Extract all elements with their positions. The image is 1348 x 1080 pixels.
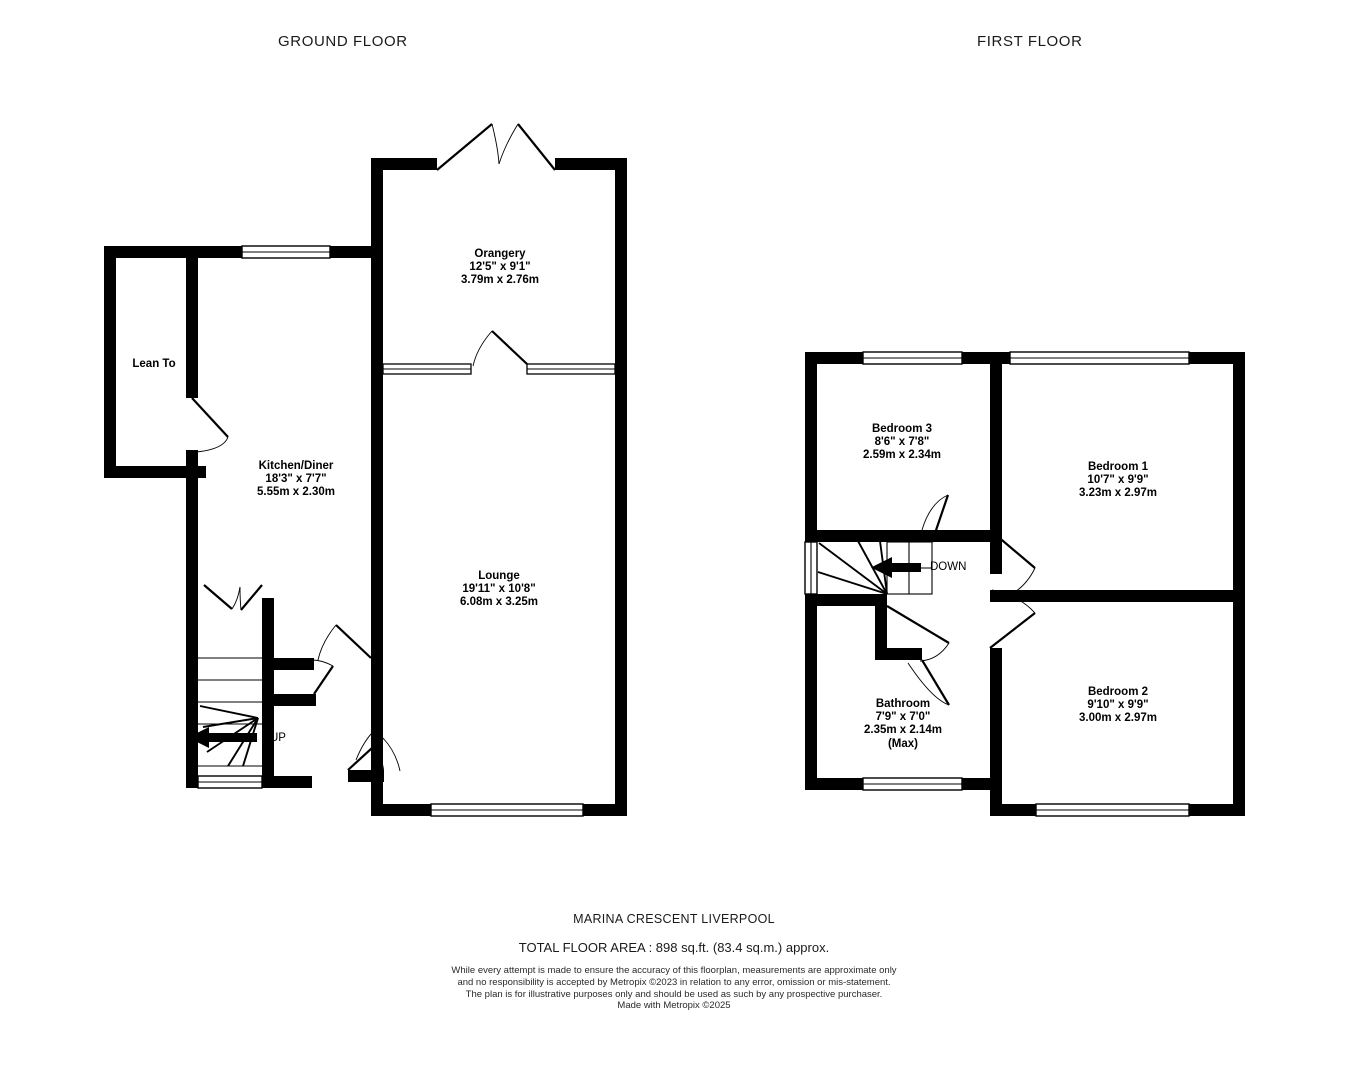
door-stair-top (203, 584, 263, 611)
first-floor-drawing (804, 351, 1245, 817)
stair-direction-up-label: UP (270, 732, 286, 744)
ground-floor-drawing (104, 123, 627, 817)
room-label-bedroom-3: Bedroom 3 8'6" x 7'8" 2.59m x 2.34m (862, 423, 942, 462)
property-address: MARINA CRESCENT LIVERPOOL (573, 912, 775, 926)
door-bedroom3 (921, 494, 950, 543)
disclaimer-line-3: The plan is for illustrative purposes on… (465, 988, 883, 1000)
orangery-lounge-divider (382, 363, 616, 375)
door-leanto-kitchen (191, 397, 229, 453)
door-orangery-lounge (472, 330, 528, 367)
staircase-up (188, 657, 262, 777)
total-floor-area: TOTAL FLOOR AREA : 898 sq.ft. (83.4 sq.m… (518, 940, 830, 955)
door-hall-lounge-upper (317, 624, 372, 661)
stair-down-arrow (871, 557, 921, 578)
window-landing-left (804, 541, 818, 595)
room-label-bedroom-2: Bedroom 2 9'10" x 9'9" 3.00m x 2.97m (1078, 686, 1158, 725)
first-floor-walls (804, 351, 1245, 817)
staircase-down (817, 540, 933, 595)
room-label-orangery: Orangery 12'5" x 9'1" 3.79m x 2.76m (460, 248, 540, 287)
ground-floor-doors (191, 123, 556, 772)
stair-up-arrow (188, 727, 257, 748)
door-bedroom1 (989, 529, 1036, 602)
stair-direction-down-label: DOWN (930, 561, 967, 573)
door-hall-kitchen (311, 659, 334, 695)
ground-floor-title: GROUND FLOOR (278, 33, 408, 50)
room-label-bathroom: Bathroom 7'9" x 7'0" 2.35m x 2.14m (Max) (863, 698, 943, 750)
room-label-lounge: Lounge 19'11" x 10'8" 6.08m x 3.25m (459, 570, 539, 609)
door-front-entrance (355, 729, 385, 771)
window-bed2-bottom (1035, 803, 1190, 817)
ground-floor-walls (104, 158, 627, 817)
disclaimer-line-2: and no responsibility is accepted by Met… (457, 976, 891, 988)
door-bedroom2 (989, 589, 1036, 649)
door-bathroom (907, 659, 950, 706)
first-floor-doors (886, 494, 1036, 706)
disclaimer: While every attempt is made to ensure th… (0, 965, 1348, 1012)
disclaimer-line-1: While every attempt is made to ensure th… (451, 965, 897, 976)
window-bed1-top (1009, 351, 1190, 365)
room-label-kitchen-diner: Kitchen/Diner 18'3" x 7'7" 5.55m x 2.30m (256, 460, 336, 499)
door-landing-cupboard (886, 605, 950, 662)
window-lounge-bottom (430, 803, 584, 817)
room-label-bedroom-1: Bedroom 1 10'7" x 9'9" 3.23m x 2.97m (1078, 461, 1158, 500)
window-bathroom-bottom (862, 777, 963, 791)
room-label-lean-to: Lean To (132, 358, 176, 370)
disclaimer-line-4: Made with Metropix ©2025 (617, 1000, 731, 1012)
first-floor-title: FIRST FLOOR (977, 33, 1083, 50)
window-kitchen-top (241, 245, 331, 259)
door-orangery-french (436, 123, 556, 171)
footer: MARINA CRESCENT LIVERPOOL TOTAL FLOOR AR… (0, 912, 1348, 1012)
window-bed3-top (862, 351, 963, 365)
